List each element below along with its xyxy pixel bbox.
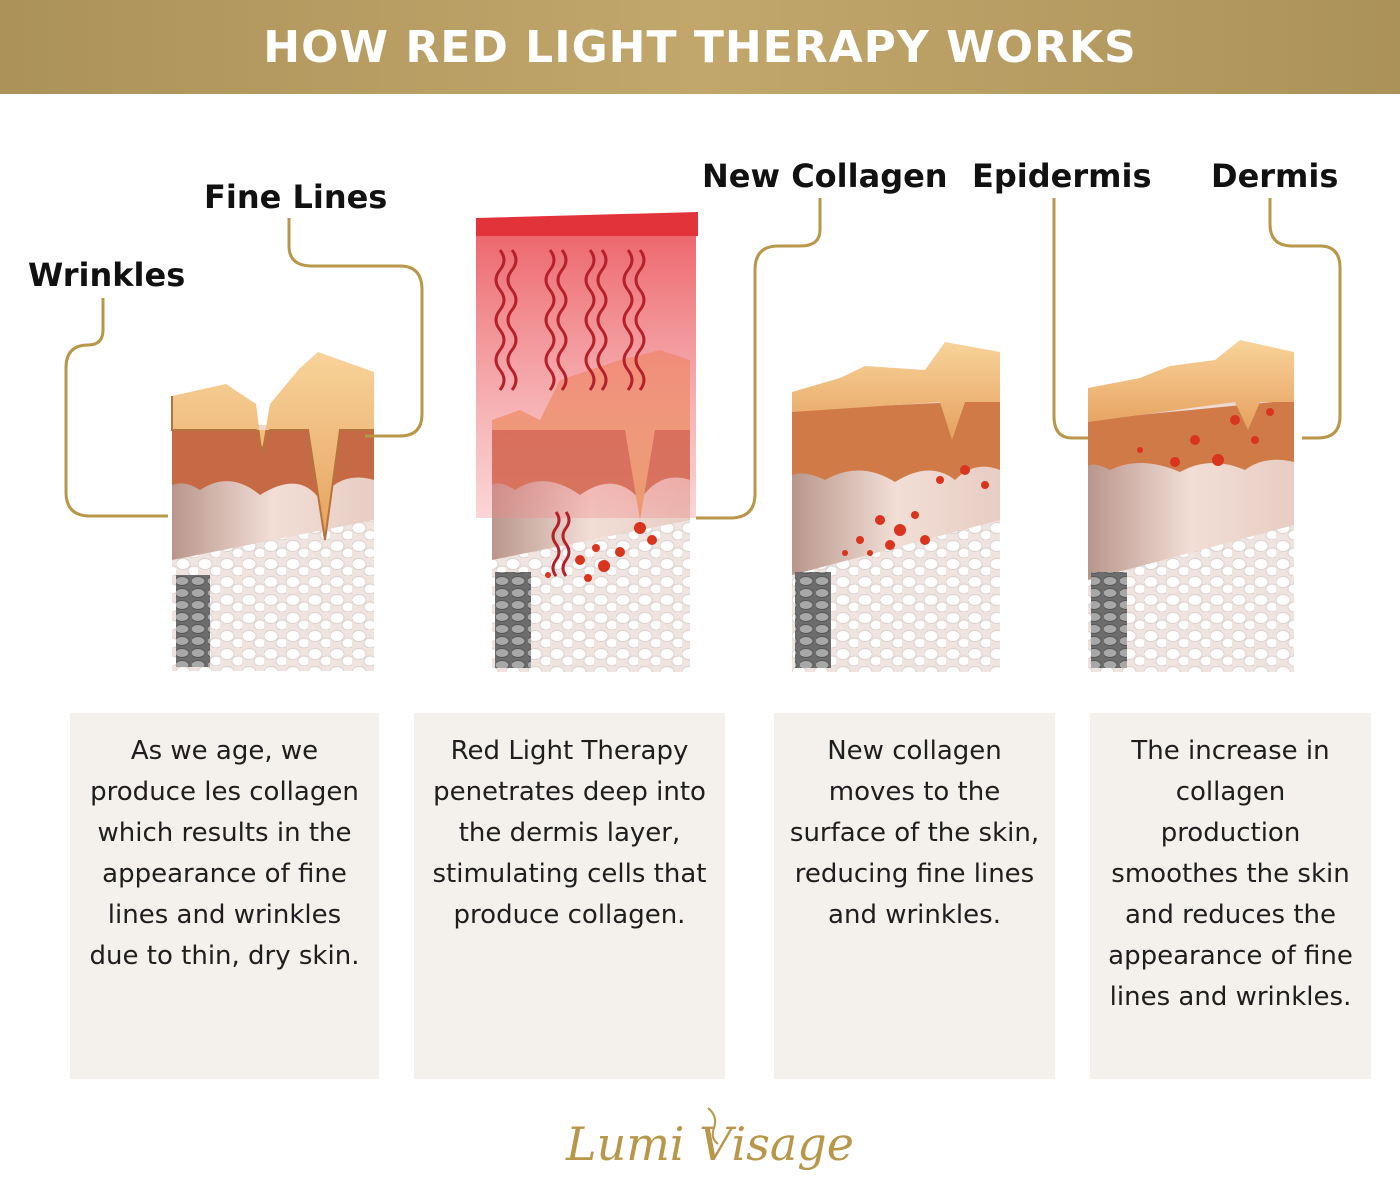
panel-aging: As we age, we produce les collagen which… (70, 713, 379, 1079)
panel-new-collagen: New collagen moves to the surface of the… (774, 713, 1055, 1079)
label-epidermis: Epidermis (972, 157, 1152, 195)
panel-red-light-text: Red Light Therapy penetrates deep into t… (432, 736, 707, 930)
logo-flourish-icon (707, 1107, 719, 1145)
label-fine-lines: Fine Lines (204, 178, 388, 216)
skin-block-new-collagen (792, 342, 1000, 672)
panel-aging-text: As we age, we produce les collagen which… (89, 736, 360, 971)
page-title: HOW RED LIGHT THERAPY WORKS (263, 21, 1137, 73)
label-new-collagen: New Collagen (702, 157, 948, 195)
label-wrinkles: Wrinkles (28, 256, 186, 294)
skin-block-smooth (1088, 340, 1294, 672)
leader-new-collagen (696, 198, 822, 520)
panel-new-collagen-text: New collagen moves to the surface of the… (789, 736, 1040, 930)
label-dermis: Dermis (1211, 157, 1339, 195)
logo-text: Lumi Visage (565, 1117, 854, 1171)
skin-block-red-light (476, 212, 698, 672)
title-banner: HOW RED LIGHT THERAPY WORKS (0, 0, 1400, 94)
lumi-visage-logo: Lumi Visage (565, 1107, 854, 1171)
leader-dermis (1268, 198, 1342, 440)
skin-diagram (64, 198, 1342, 672)
leader-wrinkles (64, 298, 168, 518)
leader-lines (64, 198, 1342, 520)
skin-block-aging (171, 352, 374, 671)
leader-fine-lines (287, 218, 424, 438)
panel-results: The increase in collagen production smoo… (1090, 713, 1371, 1079)
leader-epidermis (1052, 198, 1088, 440)
panel-red-light: Red Light Therapy penetrates deep into t… (414, 713, 725, 1079)
panel-results-text: The increase in collagen production smoo… (1108, 736, 1353, 1012)
